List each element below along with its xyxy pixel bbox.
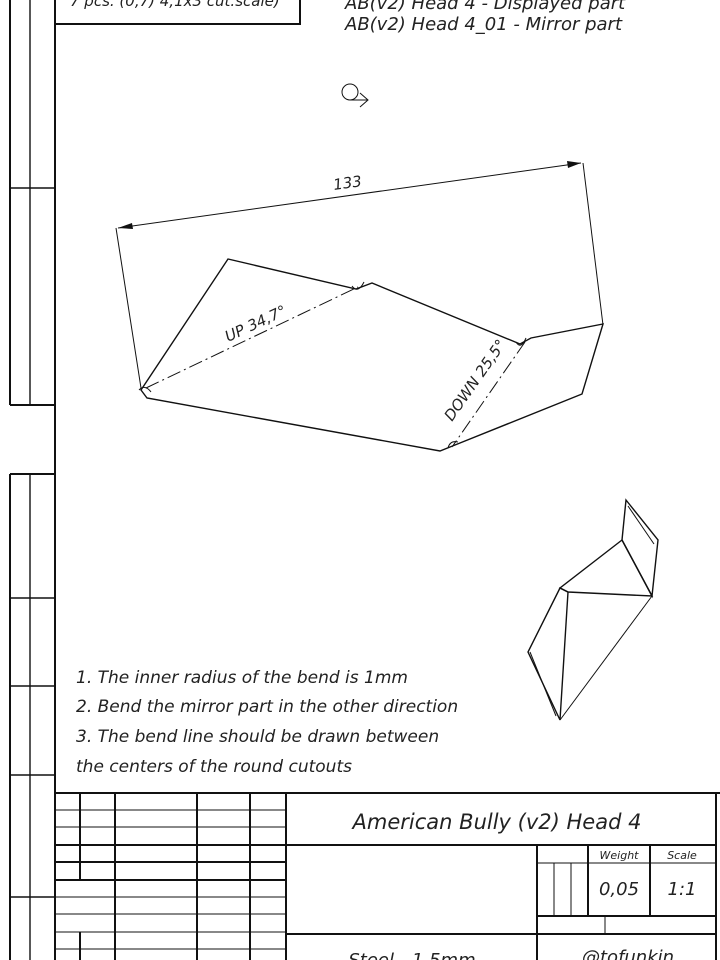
- bend-line-up: [145, 286, 359, 389]
- note-2: 2. Bend the mirror part in the other dir…: [76, 697, 458, 717]
- author-text: @tofunkin: [582, 947, 674, 960]
- bend-notch-bottom: [447, 441, 459, 449]
- part-outline: [140, 258, 605, 452]
- extension-line-left: [115, 227, 142, 389]
- scale-value: 1:1: [668, 879, 697, 900]
- part-names: AB(v2) Head 4 - Displayed part AB(v2) He…: [344, 0, 626, 35]
- dimension-arrow-left: [118, 223, 133, 229]
- header-left-text: 7 pcs. (0,7) 4,1x3 cut.scale): [70, 0, 280, 10]
- bend-line-down: [451, 341, 526, 448]
- extension-line-right: [582, 162, 604, 326]
- iso-face-middle: [558, 538, 654, 597]
- scale-label: Scale: [667, 849, 697, 862]
- bend-notch-left: [138, 386, 152, 393]
- note-1: 1. The inner radius of the bend is 1mm: [76, 668, 408, 688]
- iso-face-left: [527, 587, 569, 721]
- flat-pattern: 133 UP 34,7° DOWN 25,5°: [115, 161, 605, 452]
- view-direction-icon: [341, 83, 369, 108]
- title-block: American Bully (v2) Head 4 Weight Scale …: [55, 792, 720, 960]
- left-margin-strip: [9, 0, 56, 960]
- weight-value: 0,05: [599, 879, 639, 900]
- bend-up-label: UP 34,7°: [222, 302, 289, 346]
- iso-face-right: [621, 498, 659, 599]
- header-label-box: 7 pcs. (0,7) 4,1x3 cut.scale): [55, 0, 301, 25]
- dimension-line: [117, 162, 582, 229]
- material-text: Steel - 1,5mm: [348, 950, 475, 960]
- bend-notch-right: [515, 337, 527, 346]
- bend-notch-top: [351, 281, 365, 290]
- dimension-value: 133: [332, 172, 363, 194]
- isometric-view: [527, 498, 659, 721]
- dimension-arrow-right: [567, 161, 581, 168]
- header-line-2: AB(v2) Head 4_01 - Mirror part: [344, 14, 623, 35]
- note-4: the centers of the round cutouts: [76, 757, 352, 777]
- header-line-1: AB(v2) Head 4 - Displayed part: [344, 0, 626, 14]
- note-3: 3. The bend line should be drawn between: [76, 727, 439, 747]
- drawing-title: American Bully (v2) Head 4: [351, 810, 642, 834]
- bend-down-label: DOWN 25,5°: [441, 336, 510, 424]
- technical-notes: 1. The inner radius of the bend is 1mm 2…: [76, 668, 458, 777]
- weight-label: Weight: [600, 849, 640, 862]
